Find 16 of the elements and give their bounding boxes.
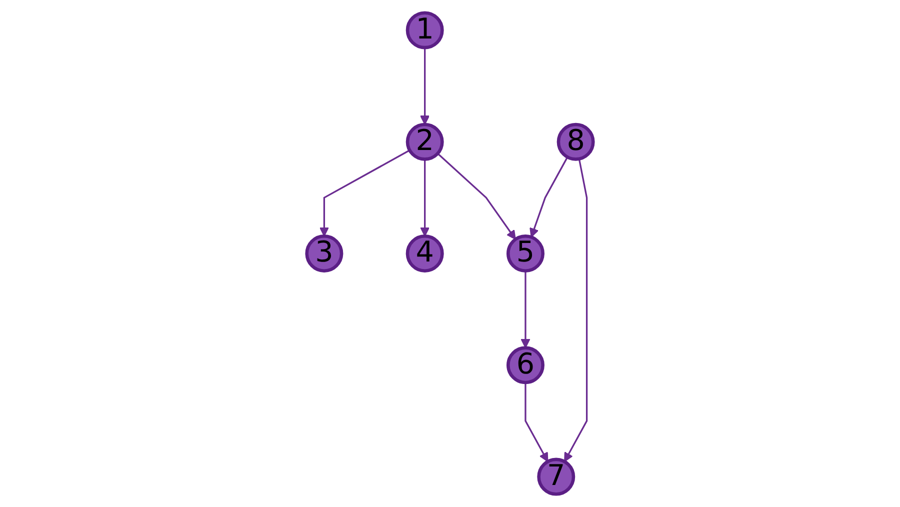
arrow xyxy=(420,159,430,237)
arrow xyxy=(530,156,568,238)
node-circle: 3 xyxy=(305,234,344,272)
arrow xyxy=(319,150,410,237)
node-circle: 4 xyxy=(406,234,444,272)
node-circle: 8 xyxy=(556,122,595,161)
node-circle: 2 xyxy=(406,122,444,161)
arrow xyxy=(524,382,548,462)
arrow xyxy=(420,48,430,125)
node-circle: 5 xyxy=(506,234,544,272)
arrow xyxy=(564,158,588,462)
arrow xyxy=(437,152,516,240)
node-circle: 6 xyxy=(506,346,544,384)
node-circle: 1 xyxy=(406,11,444,50)
node-circle: 7 xyxy=(537,458,576,496)
arrow xyxy=(520,270,530,348)
